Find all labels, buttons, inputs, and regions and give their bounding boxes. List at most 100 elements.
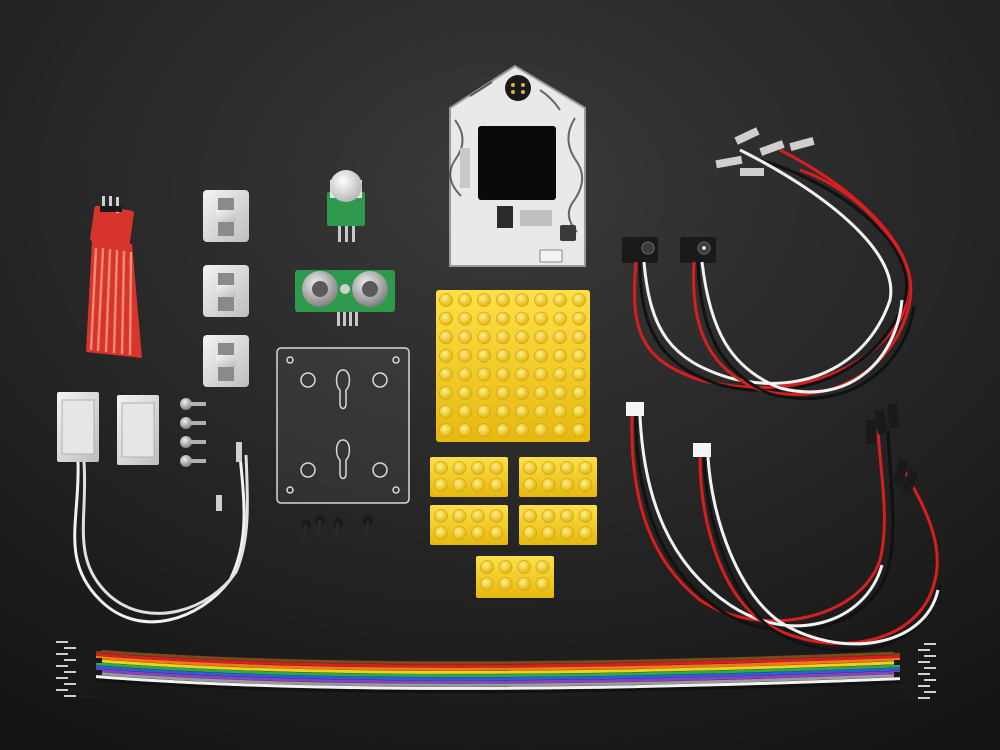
stud bbox=[496, 423, 510, 438]
ribbon-wire bbox=[95, 668, 901, 684]
stud bbox=[458, 367, 472, 382]
jumper-pin bbox=[74, 646, 102, 651]
stud bbox=[534, 404, 548, 419]
ir-break-beam-sensors bbox=[622, 127, 916, 401]
stud bbox=[515, 348, 529, 363]
jumper-pin bbox=[74, 694, 102, 699]
ribbon-wire bbox=[95, 675, 901, 690]
stud bbox=[553, 293, 567, 307]
lego-brick bbox=[519, 505, 597, 545]
stud bbox=[534, 348, 548, 363]
lego-bricks bbox=[430, 457, 597, 598]
stud bbox=[553, 404, 567, 419]
stud bbox=[534, 386, 548, 400]
stud bbox=[439, 330, 453, 345]
screw bbox=[363, 516, 373, 538]
stud bbox=[572, 386, 586, 400]
jumper-pin bbox=[66, 640, 94, 645]
magnetic-door-switch bbox=[57, 392, 249, 624]
jumper-pin bbox=[74, 658, 102, 663]
stud bbox=[458, 348, 472, 363]
screw bbox=[315, 515, 325, 537]
ir-sensor-2 bbox=[680, 237, 716, 263]
jumper-pin bbox=[66, 688, 94, 693]
jumper-pin bbox=[894, 684, 920, 689]
stud bbox=[515, 311, 529, 326]
clip-1 bbox=[203, 190, 249, 242]
water-level-sensor bbox=[86, 196, 142, 358]
jumper-pin bbox=[894, 696, 920, 701]
stud bbox=[572, 348, 586, 363]
lego-brick bbox=[519, 457, 597, 497]
ribbon-wire bbox=[95, 665, 901, 681]
jumper-pin bbox=[66, 652, 94, 657]
house-shaped-display-board bbox=[449, 64, 586, 267]
stud bbox=[553, 386, 567, 400]
jumper-pin bbox=[66, 664, 94, 669]
lego-baseplate bbox=[436, 290, 590, 442]
stud bbox=[572, 367, 586, 382]
lego-brick bbox=[476, 556, 554, 598]
jumper-pin bbox=[894, 672, 920, 677]
screw bbox=[301, 520, 311, 542]
stud bbox=[458, 404, 472, 419]
ribbon-wire bbox=[95, 678, 901, 693]
stud bbox=[572, 293, 586, 307]
stud bbox=[439, 367, 453, 382]
stud bbox=[439, 348, 453, 363]
jumper-pin bbox=[900, 666, 926, 671]
stud bbox=[477, 386, 491, 400]
clip-3 bbox=[203, 335, 249, 387]
stud bbox=[572, 404, 586, 419]
stud bbox=[496, 386, 510, 400]
screws bbox=[180, 398, 373, 542]
stud bbox=[534, 330, 548, 345]
stud bbox=[496, 404, 510, 419]
acrylic-mounting-plate bbox=[276, 347, 410, 504]
ir-sensor-1 bbox=[622, 237, 658, 263]
ribbon-wire bbox=[95, 659, 901, 674]
stud bbox=[572, 311, 586, 326]
jumper-pin bbox=[74, 682, 102, 687]
jumper-pin bbox=[900, 642, 926, 647]
ribbon-wire bbox=[95, 652, 901, 668]
stud bbox=[534, 311, 548, 326]
lego-brick bbox=[430, 505, 508, 545]
jumper-pin bbox=[900, 690, 926, 695]
ultrasonic-distance-sensor bbox=[295, 270, 395, 326]
stud bbox=[534, 293, 548, 307]
stud bbox=[439, 386, 453, 400]
stud bbox=[496, 367, 510, 382]
screw bbox=[180, 398, 206, 410]
screw bbox=[333, 518, 343, 540]
stud bbox=[477, 348, 491, 363]
stud bbox=[439, 293, 453, 307]
stud bbox=[553, 311, 567, 326]
jumper-pin bbox=[66, 676, 94, 681]
stud bbox=[534, 423, 548, 438]
stud bbox=[458, 423, 472, 438]
clip-2 bbox=[203, 265, 249, 317]
stud bbox=[439, 404, 453, 419]
jumper-pin bbox=[900, 678, 926, 683]
stud bbox=[553, 367, 567, 382]
stud bbox=[515, 386, 529, 400]
ribbon-wire bbox=[95, 655, 901, 671]
stud bbox=[458, 330, 472, 345]
jumper-pin bbox=[74, 670, 102, 675]
screw bbox=[180, 417, 206, 429]
stud bbox=[477, 367, 491, 382]
stud bbox=[572, 423, 586, 438]
stud bbox=[477, 423, 491, 438]
screw bbox=[180, 455, 206, 467]
pir-motion-sensor bbox=[327, 170, 365, 242]
stud bbox=[477, 311, 491, 326]
stud bbox=[496, 293, 510, 307]
stud bbox=[553, 330, 567, 345]
stud bbox=[458, 386, 472, 400]
stud bbox=[439, 423, 453, 438]
stud bbox=[515, 293, 529, 307]
jumper-pin bbox=[894, 648, 920, 653]
sensor-mount-clips bbox=[203, 190, 249, 387]
